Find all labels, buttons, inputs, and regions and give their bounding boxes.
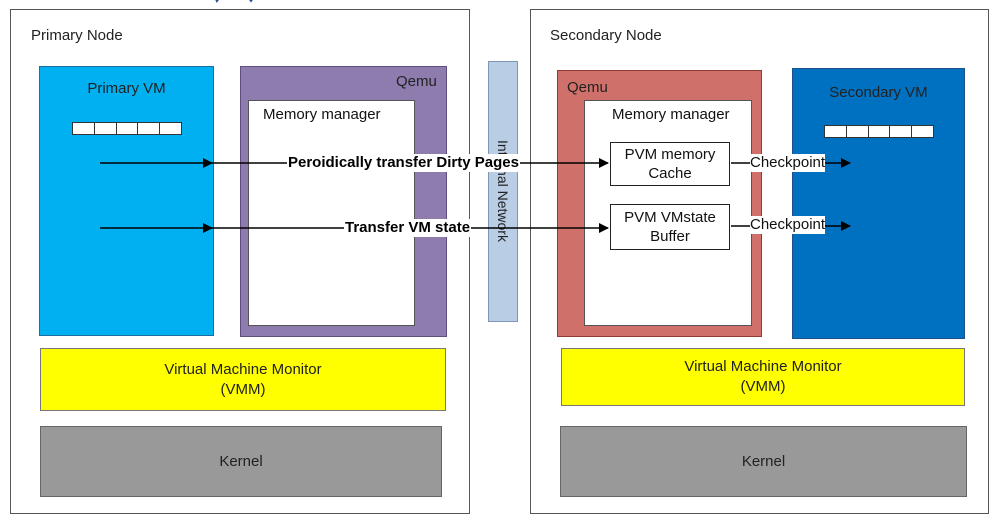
pvm-vmstate-buffer-line1: PVM VMstate [624, 209, 716, 226]
secondary-vm [792, 68, 965, 339]
secondary-qemu-label: Qemu [567, 79, 608, 96]
pvm-memory-cache-line2: Cache [648, 165, 692, 182]
primary-vm-label: Primary VM [87, 80, 166, 97]
pvm-memory-cache: PVM memory Cache [610, 142, 730, 186]
secondary-vmm-line2: (VMM) [740, 378, 786, 395]
dirty-pages-label: Peroidically transfer Dirty Pages [287, 154, 520, 172]
pvm-vmstate-buffer-line2: Buffer [650, 228, 690, 245]
primary-vmm-line1: Virtual Machine Monitor [164, 360, 322, 378]
primary-vm-memory-pages [72, 122, 182, 135]
primary-vmm-line2: (VMM) [220, 380, 266, 398]
primary-kernel-label: Kernel [219, 453, 263, 470]
vm-state-label: Transfer VM state [344, 219, 472, 237]
primary-node-label: Primary Node [31, 27, 123, 44]
primary-vm [39, 66, 214, 336]
secondary-node-label: Secondary Node [550, 27, 662, 44]
secondary-vmm-line1: Virtual Machine Monitor [684, 358, 842, 375]
pvm-vmstate-buffer: PVM VMstate Buffer [610, 204, 730, 250]
checkpoint-label-1: Checkpoint [750, 154, 826, 172]
secondary-memory-manager-label: Memory manager [612, 106, 730, 123]
internal-network [488, 61, 518, 322]
primary-vmm: Virtual Machine Monitor (VMM) [40, 348, 446, 411]
secondary-vm-label: Secondary VM [829, 84, 928, 101]
primary-kernel: Kernel [40, 426, 442, 497]
secondary-kernel: Kernel [560, 426, 967, 497]
checkpoint-label-2: Checkpoint [750, 216, 826, 234]
primary-qemu-label: Qemu [396, 73, 437, 90]
primary-memory-manager-label: Memory manager [263, 106, 381, 123]
secondary-vmm: Virtual Machine Monitor (VMM) [561, 348, 965, 406]
pvm-memory-cache-line1: PVM memory [624, 146, 716, 163]
primary-memory-manager [248, 100, 415, 326]
secondary-vm-memory-pages [824, 125, 934, 138]
secondary-kernel-label: Kernel [741, 453, 786, 470]
